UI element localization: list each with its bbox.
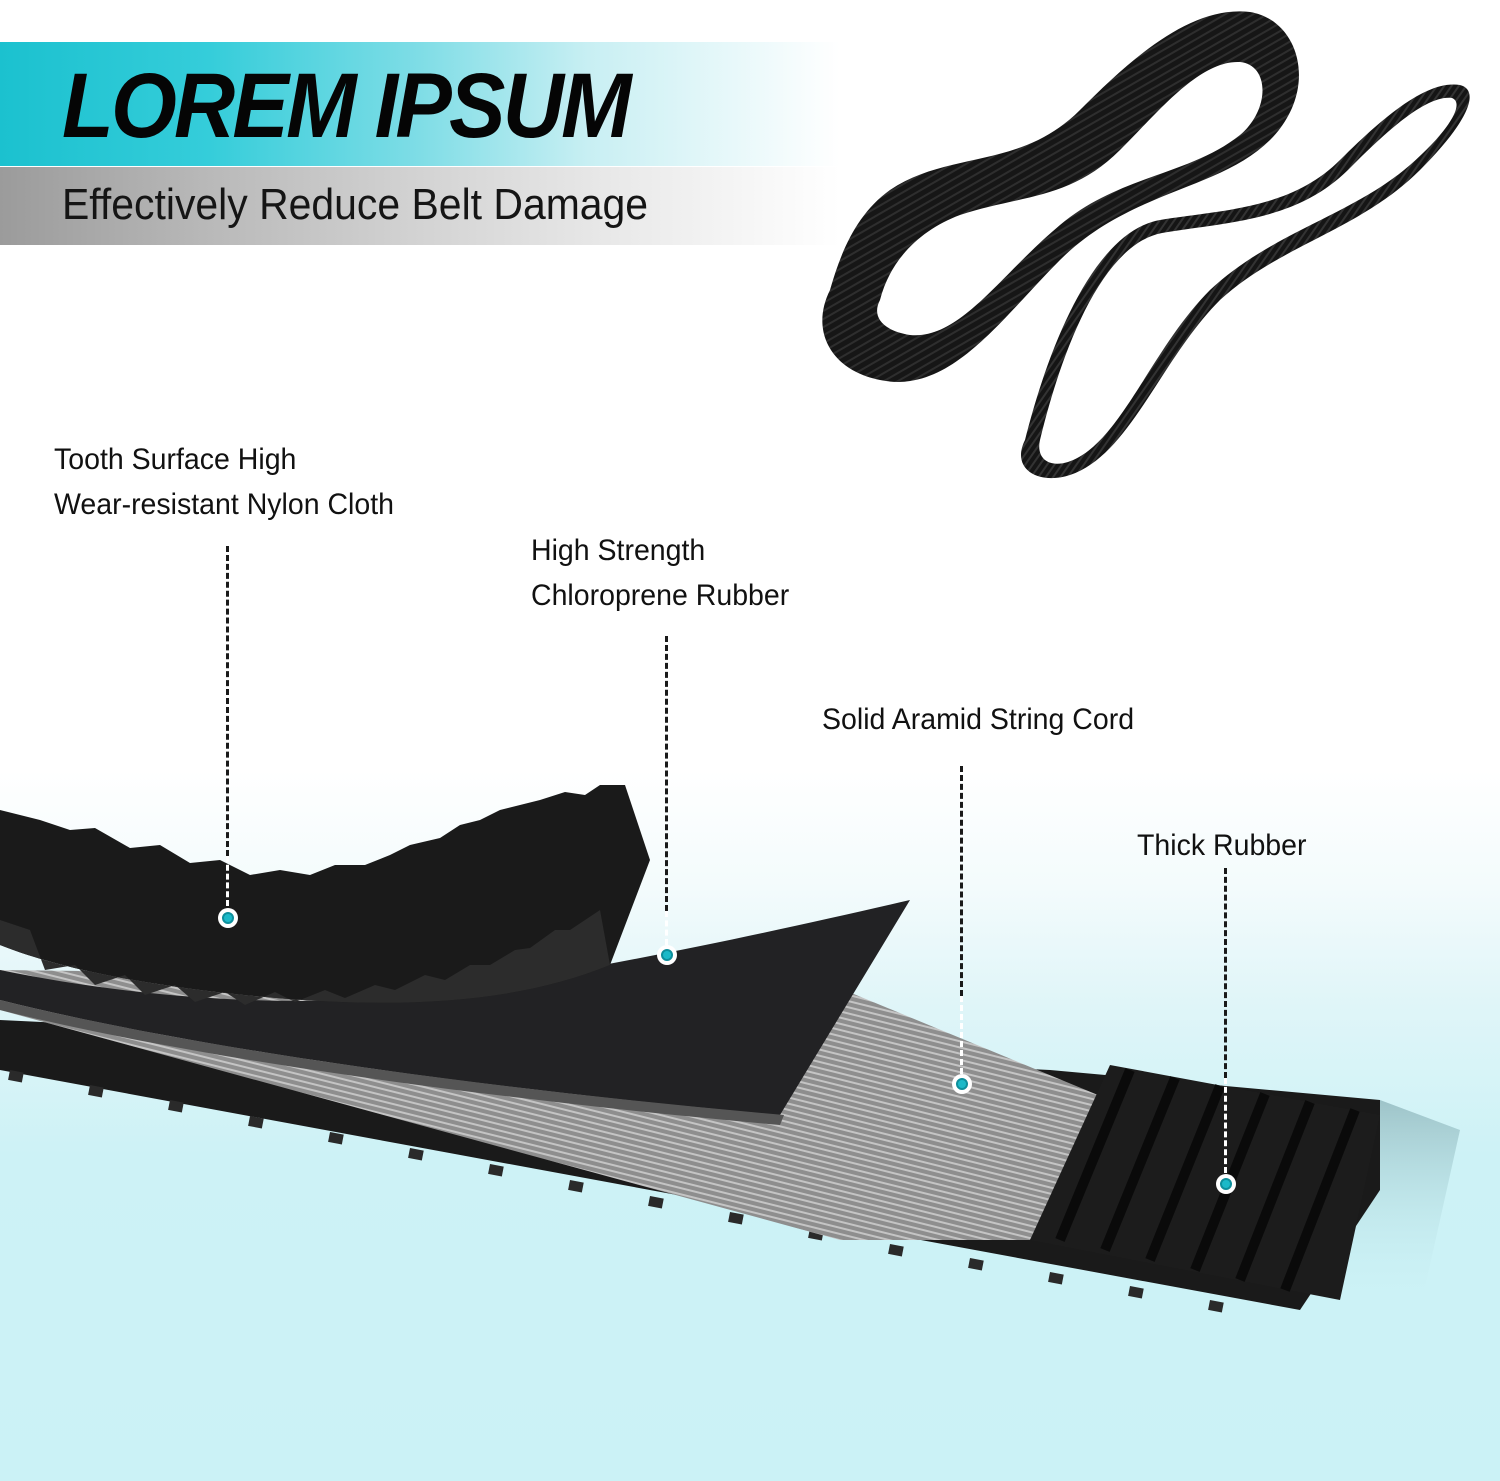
callout-leader-line bbox=[226, 546, 229, 856]
title-banner: LOREM IPSUM bbox=[0, 42, 840, 166]
callout-label-chloroprene: High Strength Chloroprene Rubber bbox=[531, 528, 789, 618]
callout-text-line: Chloroprene Rubber bbox=[531, 579, 790, 612]
callout-marker-icon bbox=[218, 908, 238, 928]
callout-marker-icon bbox=[1216, 1174, 1236, 1194]
product-belts-image bbox=[822, 11, 1470, 479]
callout-text-line: High Strength bbox=[531, 534, 706, 567]
callout-leader-line bbox=[226, 856, 229, 906]
callout-leader-line bbox=[960, 766, 963, 996]
callout-marker-icon bbox=[657, 945, 677, 965]
callout-text-line: Tooth Surface High bbox=[54, 443, 297, 476]
callout-label-tooth-surface: Tooth Surface High Wear-resistant Nylon … bbox=[54, 437, 394, 527]
callout-leader-line bbox=[665, 636, 668, 911]
callout-text-line: Thick Rubber bbox=[1137, 829, 1307, 862]
callout-leader-line bbox=[665, 911, 668, 945]
callout-label-aramid: Solid Aramid String Cord bbox=[822, 697, 1134, 742]
callout-leader-line bbox=[1224, 1078, 1227, 1173]
callout-text-line: Wear-resistant Nylon Cloth bbox=[54, 488, 395, 521]
subtitle-banner: Effectively Reduce Belt Damage bbox=[0, 167, 840, 245]
belt-cross-section-image bbox=[0, 785, 1460, 1313]
wide-belt-icon bbox=[822, 11, 1299, 382]
callout-leader-line bbox=[960, 996, 963, 1074]
callout-label-thick-rubber: Thick Rubber bbox=[1137, 823, 1306, 868]
callout-leader-line bbox=[1224, 868, 1227, 1078]
callout-text-line: Solid Aramid String Cord bbox=[822, 703, 1135, 736]
callout-marker-icon bbox=[952, 1074, 972, 1094]
page-title: LOREM IPSUM bbox=[62, 55, 632, 157]
page-subtitle: Effectively Reduce Belt Damage bbox=[62, 180, 649, 229]
